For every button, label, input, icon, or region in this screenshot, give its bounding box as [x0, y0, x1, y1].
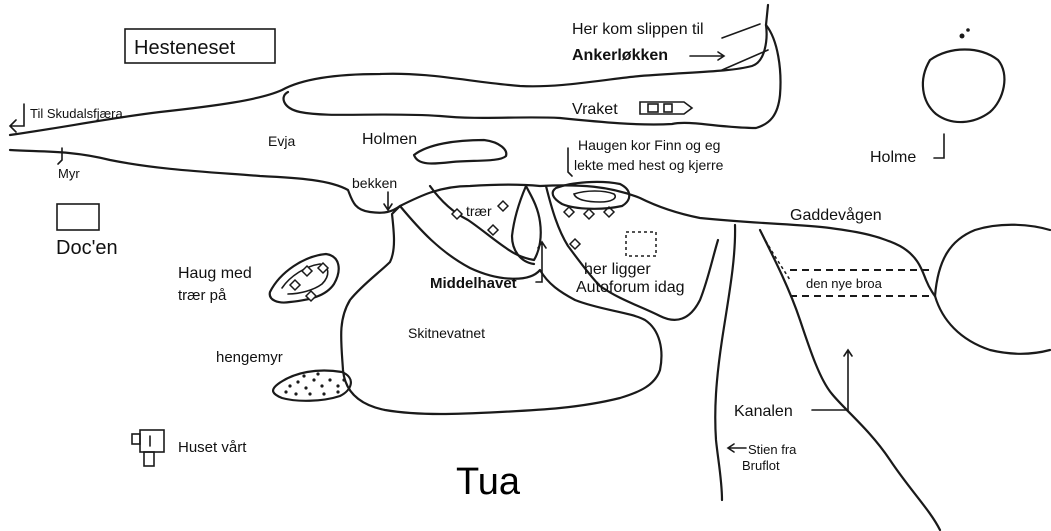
leader-ankerlokken-1 — [721, 23, 761, 39]
south-shoreline — [8, 148, 937, 298]
arrow-kanalen — [811, 348, 853, 411]
skitnevatnet-lake — [340, 204, 663, 416]
leader-ankerlokken-2 — [721, 49, 769, 71]
ankerlokken-shore — [282, 23, 782, 130]
holmen-island — [412, 138, 508, 165]
hengemyr-outline — [272, 369, 352, 402]
huset-building-icon — [131, 429, 165, 467]
label-haug-line2: trær på — [178, 287, 227, 304]
label-her-kom-slippen: Her kom slippen til — [572, 21, 704, 38]
middelhavet-peninsula — [428, 184, 542, 262]
map-title: Tua — [456, 461, 521, 503]
hesteneset-frame — [124, 28, 276, 64]
label-huset-vart: Huset vårt — [178, 439, 247, 456]
label-kanalen: Kanalen — [734, 403, 793, 420]
label-evja: Evja — [268, 133, 295, 149]
middelhavet-inlet — [510, 184, 536, 266]
label-skitnevatnet: Skitnevatnet — [408, 325, 485, 341]
label-traer: trær — [466, 203, 492, 219]
label-den-nye-broa: den nye broa — [806, 276, 883, 291]
label-bekken: bekken — [352, 175, 397, 191]
label-holme: Holme — [870, 149, 916, 166]
vraket-wreck-icon — [639, 101, 694, 115]
tree-mark — [496, 199, 510, 213]
holme-island — [921, 48, 1006, 124]
label-holmen: Holmen — [362, 131, 417, 148]
arrow-ankerlokken — [689, 51, 726, 61]
haugen-hill-outer — [551, 180, 631, 210]
label-myr: Myr — [58, 166, 80, 181]
tree-mark — [562, 205, 576, 219]
canal-west-bank — [714, 223, 737, 502]
arrow-bekken — [383, 191, 393, 212]
arrow-holme — [933, 133, 945, 159]
label-hesteneset: Hesteneset — [134, 37, 236, 59]
arrow-myr — [57, 147, 63, 165]
label-gaddevagen: Gaddevågen — [790, 206, 882, 224]
autoforum-site — [625, 231, 657, 257]
east-shore — [933, 223, 1051, 298]
hengemyr-texture — [284, 372, 346, 396]
tree-mark — [582, 207, 596, 221]
arrow-stien — [726, 443, 747, 453]
rock-dot-2 — [966, 28, 970, 32]
haug-inner-outline — [281, 263, 329, 295]
label-haug-line1: Haug med — [178, 265, 252, 282]
label-stien-fra: Stien fra — [748, 442, 797, 457]
haug-med-traer-outline — [268, 252, 340, 304]
rock-dot-1 — [959, 33, 965, 39]
label-til-skudalsfjaera: Til Skudalsfjæra — [30, 106, 123, 121]
canal-path — [759, 229, 791, 281]
label-bruflot: Bruflot — [742, 458, 780, 473]
label-her-ligger: her ligger — [584, 261, 651, 278]
tree-mark — [568, 237, 582, 251]
tree-mark — [300, 264, 314, 278]
label-vraket: Vraket — [572, 101, 618, 118]
tree-mark — [450, 207, 464, 221]
canal-east-bank — [758, 228, 942, 531]
haugen-hill-inner — [572, 190, 616, 203]
tree-mark — [486, 223, 500, 237]
label-docen: Doc'en — [56, 237, 118, 259]
arrow-haugen — [567, 147, 573, 177]
label-middelhavet: Middelhavet — [430, 275, 517, 292]
label-autoforum: Autoforum idag — [576, 279, 685, 296]
docen-building — [56, 203, 100, 231]
tree-mark — [304, 289, 318, 303]
arrow-middelhavet — [535, 240, 547, 283]
tree-mark — [288, 278, 302, 292]
east-land-block — [544, 184, 720, 321]
arrow-til-skudal — [8, 103, 25, 133]
label-haugen-line2: lekte med hest og kjerre — [574, 157, 724, 173]
label-hengemyr: hengemyr — [216, 349, 283, 366]
label-ankerlokken: Ankerløkken — [572, 47, 668, 64]
east-shore-lower — [933, 294, 1051, 355]
tree-mark — [316, 261, 330, 275]
label-haugen-line1: Haugen kor Finn og eg — [578, 137, 720, 153]
north-shoreline — [8, 3, 770, 137]
